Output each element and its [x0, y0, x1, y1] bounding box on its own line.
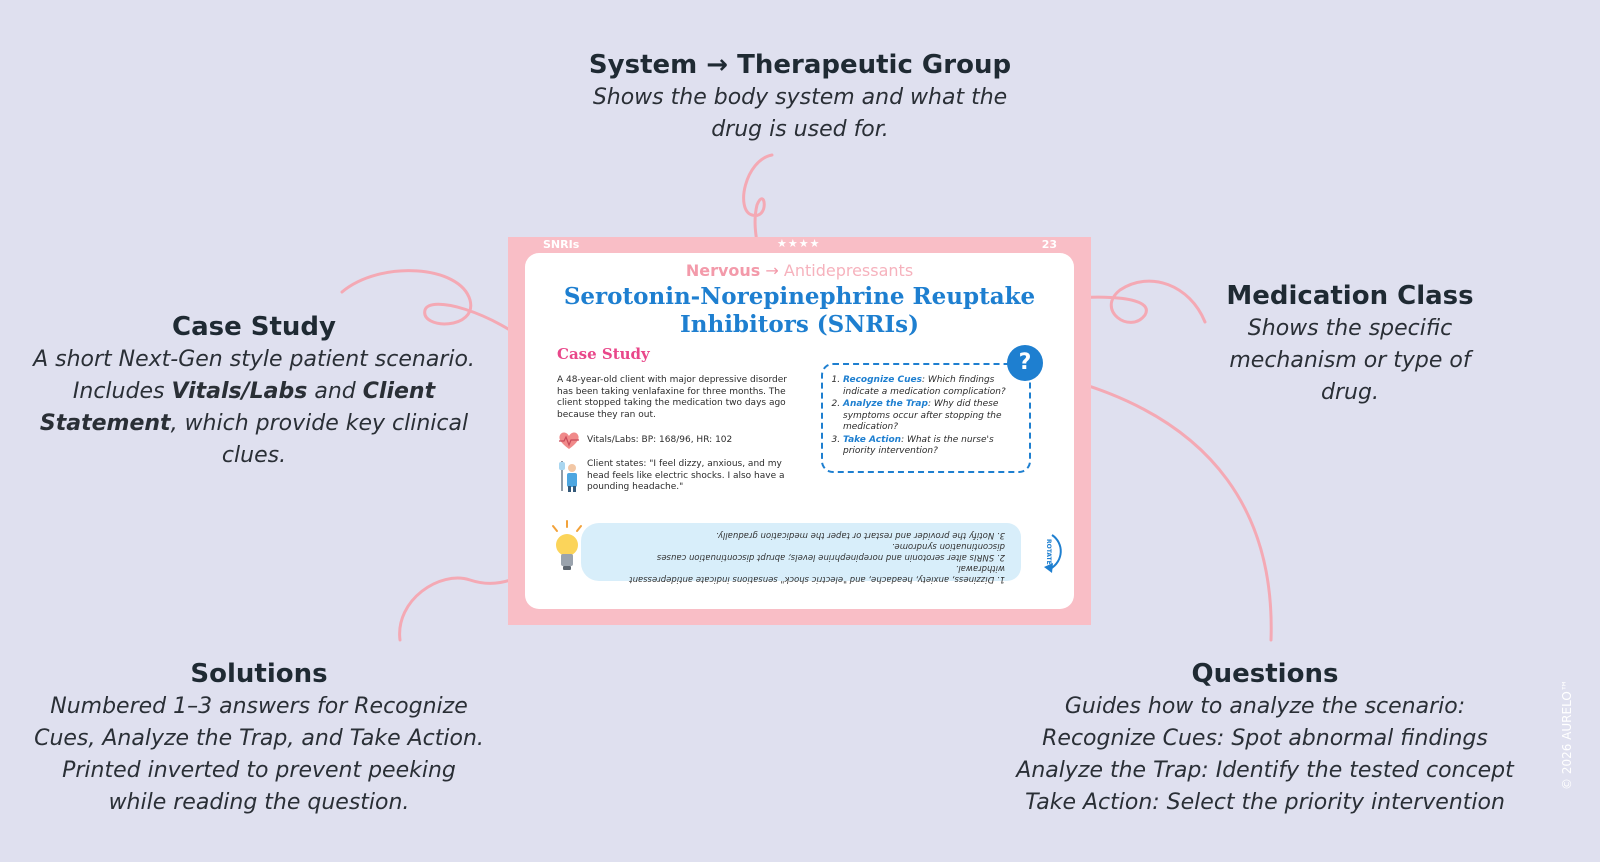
text-emphasis: Statement — [39, 411, 171, 436]
callout-solutions: Solutions Numbered 1–3 answers for Recog… — [14, 657, 504, 819]
questions-box: ? Recognize Cues: Which findings indicat… — [821, 345, 1043, 473]
callout-title: Medication Class — [1226, 281, 1474, 311]
callout-desc-line: Statement, which provide key clinical — [14, 408, 494, 440]
callout-questions: Questions Guides how to analyze the scen… — [990, 657, 1540, 819]
question-list: Recognize Cues: Which findings indicate … — [823, 375, 1023, 459]
heart-icon — [559, 432, 579, 449]
vitals-row: Vitals/Labs: BP: 168/96, HR: 102 — [557, 431, 802, 451]
callout-title: Case Study — [171, 312, 336, 342]
arrow-questions — [1060, 376, 1273, 642]
patient-iv-icon — [559, 461, 577, 492]
class-title-line: Inhibitors (SNRIs) — [679, 311, 920, 338]
callout-desc-line: while reading the question. — [108, 790, 410, 815]
callout-title: Questions — [1191, 659, 1339, 689]
text-segment: , which provide key clinical — [170, 411, 469, 436]
text-emphasis: Client — [362, 379, 436, 404]
question-label: Recognize Cues — [843, 375, 922, 385]
card-number: 23 — [1041, 238, 1057, 251]
callout-desc-line: mechanism or type of — [1229, 348, 1471, 373]
callout-desc-line: Printed inverted to prevent peeking — [62, 758, 456, 783]
solution-item: 2. SNRIs alter serotonin and norepinephr… — [656, 541, 1005, 562]
callout-desc-line: A short Next-Gen style patient scenario. — [33, 347, 475, 372]
card-body: Nervous → Antidepressants Serotonin-Nore… — [525, 253, 1074, 609]
callout-desc-line: Shows the body system and what the — [592, 85, 1008, 110]
callout-desc-line: clues. — [221, 443, 287, 468]
callout-desc-line: Numbered 1–3 answers for Recognize — [50, 694, 468, 719]
system-group-line: Nervous → Antidepressants — [525, 261, 1074, 281]
solutions-inverted-text: 1. Dizziness, anxiety, headache, and "el… — [595, 529, 1005, 584]
card-header-bar: SNRIs ★★★★ 23 — [508, 237, 1091, 253]
callout-desc-line: drug. — [1321, 380, 1379, 405]
callout-title: Solutions — [190, 659, 328, 689]
card-tag: SNRIs — [543, 238, 580, 251]
question-mark-icon: ? — [1007, 345, 1043, 381]
question-item: Analyze the Trap: Why did these symptoms… — [843, 399, 1023, 434]
text-segment: Includes — [72, 379, 172, 404]
question-item: Recognize Cues: Which findings indicate … — [843, 375, 1023, 398]
solutions-banner: 1. Dizziness, anxiety, headache, and "el… — [581, 523, 1021, 584]
callout-title: System → Therapeutic Group — [588, 50, 1012, 80]
copyright-label: © 2026 AURELO™ — [1560, 679, 1574, 790]
difficulty-stars: ★★★★ — [777, 237, 821, 250]
class-title-line: Serotonin-Norepinephrine Reuptake — [563, 283, 1036, 310]
client-statement-row: Client states: "I feel dizzy, anxious, a… — [557, 459, 802, 495]
question-text: : What is the nurse's priority intervent… — [843, 434, 994, 457]
arrow-right-icon: → — [765, 261, 779, 280]
text-emphasis: Vitals/Labs — [171, 379, 308, 404]
rotate-icon: ROTATE — [1044, 534, 1062, 573]
rotate-label: ROTATE — [1045, 539, 1052, 565]
callout-case-study: Case Study A short Next-Gen style patien… — [14, 310, 494, 472]
flashcard: SNRIs ★★★★ 23 Nervous → Antidepressants … — [508, 237, 1091, 625]
question-label: Take Action — [843, 434, 902, 445]
question-text: : Which findings indicate a medication c… — [843, 375, 1006, 397]
callout-desc-line: Includes Vitals/Labs and Client — [14, 376, 494, 408]
vitals-text: Vitals/Labs: BP: 168/96, HR: 102 — [587, 435, 733, 445]
callout-medication-class: Medication Class Shows the specific mech… — [1190, 279, 1510, 409]
callout-desc-line: Cues, Analyze the Trap, and Take Action. — [34, 726, 484, 751]
therapeutic-group: Antidepressants — [783, 261, 914, 280]
lightbulb-icon — [552, 520, 582, 570]
body-system: Nervous — [685, 261, 761, 280]
case-study-text: A 48-year-old client with major depressi… — [557, 375, 787, 420]
solution-item: 3. Notify the provider and restart or ta… — [715, 530, 1005, 540]
copyright-text: © 2026 AURELO™ — [1560, 400, 1580, 790]
medication-class-title: Serotonin-Norepinephrine Reuptake Inhibi… — [525, 283, 1074, 339]
callout-desc-line: drug is used for. — [711, 117, 889, 142]
client-statement-text: Client states: "I feel dizzy, anxious, a… — [587, 459, 785, 492]
question-label: Analyze the Trap — [843, 399, 928, 409]
text-segment: and — [307, 379, 363, 404]
callout-system-group: System → Therapeutic Group Shows the bod… — [560, 48, 1040, 146]
solution-item: 1. Dizziness, anxiety, headache, and "el… — [629, 563, 1005, 584]
question-item: Take Action: What is the nurse's priorit… — [843, 435, 1023, 458]
question-text: : Why did these symptoms occur after sto… — [843, 399, 1002, 432]
callout-desc-line: Take Action: Select the priority interve… — [1025, 790, 1505, 815]
case-study-heading: Case Study — [557, 345, 650, 363]
callout-desc-line: Guides how to analyze the scenario: — [1064, 694, 1466, 719]
callout-desc-line: Shows the specific — [1247, 316, 1453, 341]
callout-desc-line: Recognize Cues: Spot abnormal findings — [1042, 726, 1488, 751]
callout-desc-line: Analyze the Trap: Identify the tested co… — [1016, 758, 1514, 783]
